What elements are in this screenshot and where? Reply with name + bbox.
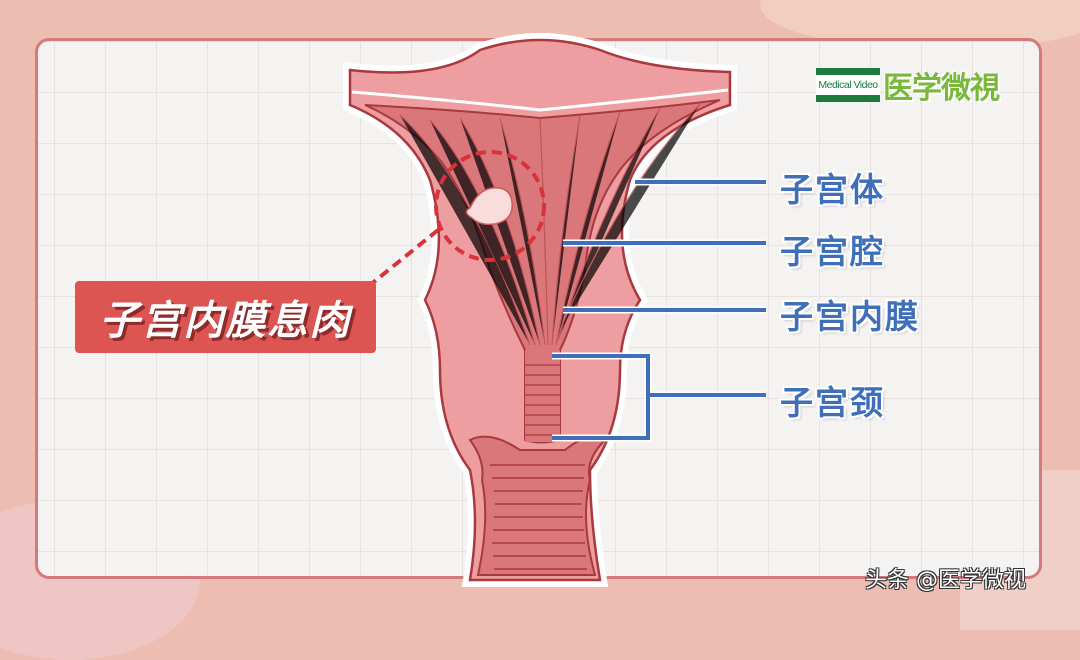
- label-cervix: 子宫颈: [780, 383, 885, 422]
- label-uterine-cavity: 子宫腔: [780, 232, 885, 271]
- label-uterine-body: 子宫体: [780, 170, 885, 209]
- brand-cn: 医学微視: [883, 71, 1000, 106]
- label-endometrium: 子宫内膜: [780, 297, 920, 336]
- uterus-illustration: [343, 33, 766, 587]
- watermark: 头条 @医学微视: [865, 568, 1026, 593]
- polyp-callout-text: 子宫内膜息肉: [99, 298, 352, 344]
- brand-logo: Medical Video 医学微視: [816, 63, 1000, 107]
- brand-en: Medical Video: [818, 79, 878, 91]
- polyp-callout: 子宫内膜息肉: [75, 281, 376, 353]
- medical-video-logo-mark: Medical Video: [816, 68, 880, 102]
